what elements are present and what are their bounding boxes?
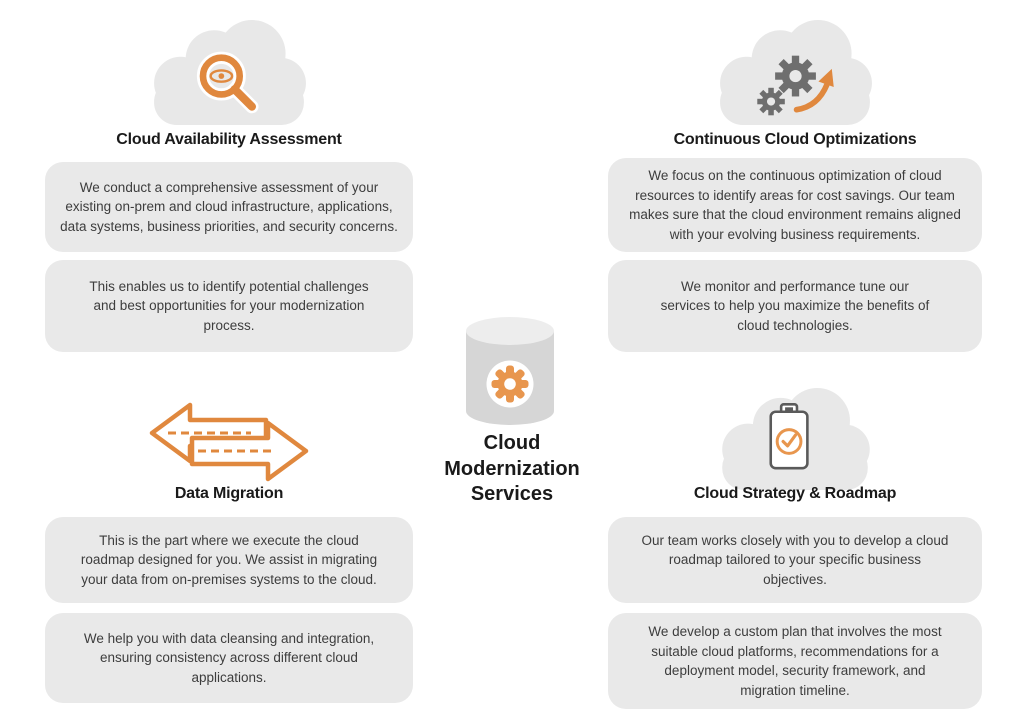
quadrant-continuous-cloud-optimizations: Continuous Cloud Optimizations We focus … <box>608 0 982 362</box>
cloud-gears-growth-arrow-icon <box>716 20 874 125</box>
info-card-text: We focus on the continuous optimization … <box>629 168 961 242</box>
info-card-text: This enables us to identify potential ch… <box>89 278 369 333</box>
cloud-shape <box>720 20 872 125</box>
cloud-gears-svg <box>720 20 872 125</box>
cloud-search-eye-svg <box>154 20 306 125</box>
cloud-search-eye-icon <box>150 20 308 125</box>
growth-arrow-icon <box>793 68 834 113</box>
quadrant-title: Cloud Availability Assessment <box>116 131 342 148</box>
info-card: We monitor and performance tune our serv… <box>608 260 982 352</box>
info-card: Our team works closely with you to devel… <box>608 517 982 603</box>
magnifier-eye-icon <box>196 51 259 114</box>
info-card-text: We conduct a comprehensive assessment of… <box>60 179 398 234</box>
clipboard-check-icon <box>769 403 809 470</box>
info-card: This enables us to identify potential ch… <box>45 260 413 352</box>
info-card-text: This is the part where we execute the cl… <box>80 532 378 587</box>
info-card: This is the part where we execute the cl… <box>45 517 413 603</box>
info-card: We focus on the continuous optimization … <box>608 158 982 252</box>
gears-icon <box>757 55 816 116</box>
center-label: Cloud Modernization Services <box>444 432 580 505</box>
info-card: We conduct a comprehensive assessment of… <box>45 162 413 252</box>
right-arrow <box>189 420 309 482</box>
quadrant-data-migration: Data Migration This is the part where we… <box>45 380 413 726</box>
quadrant-title: Cloud Strategy & Roadmap <box>693 485 897 502</box>
swap-arrows-svg <box>149 402 309 482</box>
quadrant-cloud-strategy-roadmap: Cloud Strategy & Roadmap Our team works … <box>608 380 982 726</box>
cloud-clipboard-svg <box>722 388 870 490</box>
info-card-text: We help you with data cleansing and inte… <box>83 630 375 685</box>
cloud-clipboard-check-icon <box>716 388 874 490</box>
database-gear-svg <box>466 317 554 425</box>
info-card-text: Our team works closely with you to devel… <box>641 532 949 587</box>
info-card-text: We monitor and performance tune our serv… <box>660 278 930 333</box>
info-card: We help you with data cleansing and inte… <box>45 613 413 703</box>
quadrant-title: Continuous Cloud Optimizations <box>673 131 917 148</box>
info-card: We develop a custom plan that involves t… <box>608 613 982 709</box>
quadrant-title: Data Migration <box>174 485 284 502</box>
swap-arrows-icon <box>148 400 310 484</box>
database-cylinder <box>466 317 554 425</box>
database-gear-icon <box>464 316 556 428</box>
gear-icon <box>491 365 529 403</box>
quadrant-cloud-availability-assessment: Cloud Availability Assessment We conduct… <box>45 0 413 362</box>
info-card-text: We develop a custom plan that involves t… <box>648 624 942 698</box>
